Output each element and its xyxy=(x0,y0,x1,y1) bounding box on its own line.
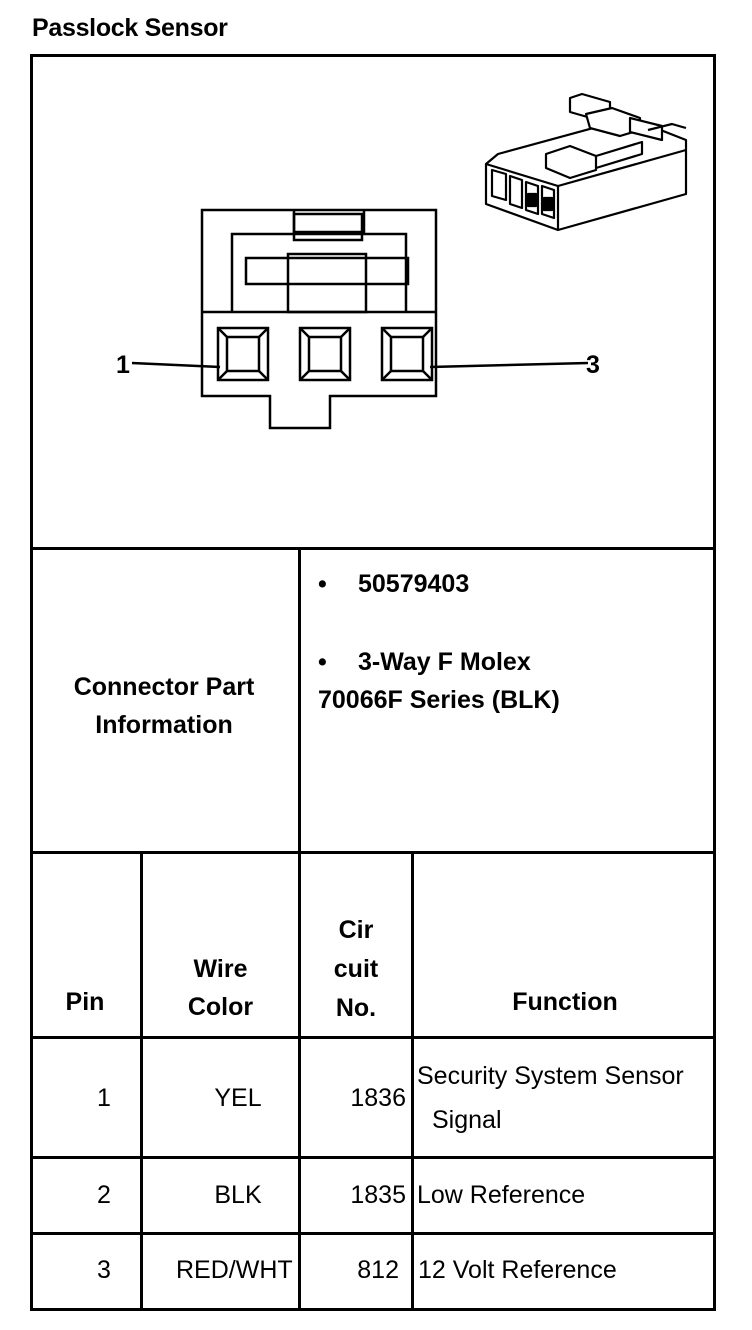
row1-circuit: 1836 xyxy=(350,1084,406,1112)
terminal-cavity-1 xyxy=(216,326,270,382)
row2-wire-color: BLK xyxy=(214,1181,262,1209)
connector-3d-image xyxy=(484,92,688,232)
connector-info-label: Connector Part Information xyxy=(30,668,298,744)
header-wire-color-line2: Color xyxy=(187,993,254,1021)
connector-diagram: 1 3 xyxy=(116,92,688,430)
row3-function: 12 Volt Reference xyxy=(418,1256,617,1284)
header-circuit-line1: Cir xyxy=(338,916,374,944)
header-circuit-line2: cuit xyxy=(333,955,379,983)
divider-info xyxy=(30,851,716,854)
pin-label-left: 1 xyxy=(116,351,130,379)
divider-info-col xyxy=(298,547,301,854)
connector-type-line1: 3-Way F Molex xyxy=(358,648,531,676)
connector-face-diagram xyxy=(131,208,589,430)
part-number: 50579403 xyxy=(358,570,470,598)
row3-pin: 3 xyxy=(97,1256,111,1284)
header-circuit-line3: No. xyxy=(335,994,377,1022)
header-wire-color: Wire Color xyxy=(143,950,298,1026)
terminal-cavity-2 xyxy=(298,326,352,382)
terminal-cavity-3 xyxy=(380,326,434,382)
divider-row2 xyxy=(30,1232,716,1235)
header-wire-color-line1: Wire xyxy=(193,955,248,983)
divider-diagram xyxy=(30,547,716,550)
page-title: Passlock Sensor xyxy=(32,14,228,42)
connector-info-label-line1: Connector Part xyxy=(73,673,255,701)
row3-circuit: 812 xyxy=(357,1256,399,1284)
divider-col-circuit xyxy=(411,851,414,1311)
row2-pin: 2 xyxy=(97,1181,111,1209)
divider-col-pin xyxy=(140,851,143,1311)
connector-info-label-line2: Information xyxy=(95,711,233,739)
row1-wire-color: YEL xyxy=(214,1084,262,1112)
row2-function: Low Reference xyxy=(417,1181,586,1209)
connector-frame xyxy=(30,54,716,1311)
divider-row1 xyxy=(30,1156,716,1159)
header-circuit: Cir cuit No. xyxy=(301,911,411,1028)
row2-circuit: 1835 xyxy=(350,1181,406,1209)
pin-label-right: 3 xyxy=(586,351,600,379)
row1-function-line2: Signal xyxy=(432,1106,502,1134)
header-pin: Pin xyxy=(65,988,105,1016)
connector-type-line2: 70066F Series (BLK) xyxy=(318,686,560,714)
divider-header xyxy=(30,1036,716,1039)
row1-pin: 1 xyxy=(97,1084,111,1112)
bullet-1-symbol: • xyxy=(318,570,327,598)
row3-wire-color: RED/WHT xyxy=(176,1256,293,1284)
bullet-2-symbol: • xyxy=(318,648,327,676)
header-function: Function xyxy=(512,988,618,1016)
divider-col-color xyxy=(298,851,301,1311)
row1-function-line1: Security System Sensor xyxy=(417,1062,684,1090)
